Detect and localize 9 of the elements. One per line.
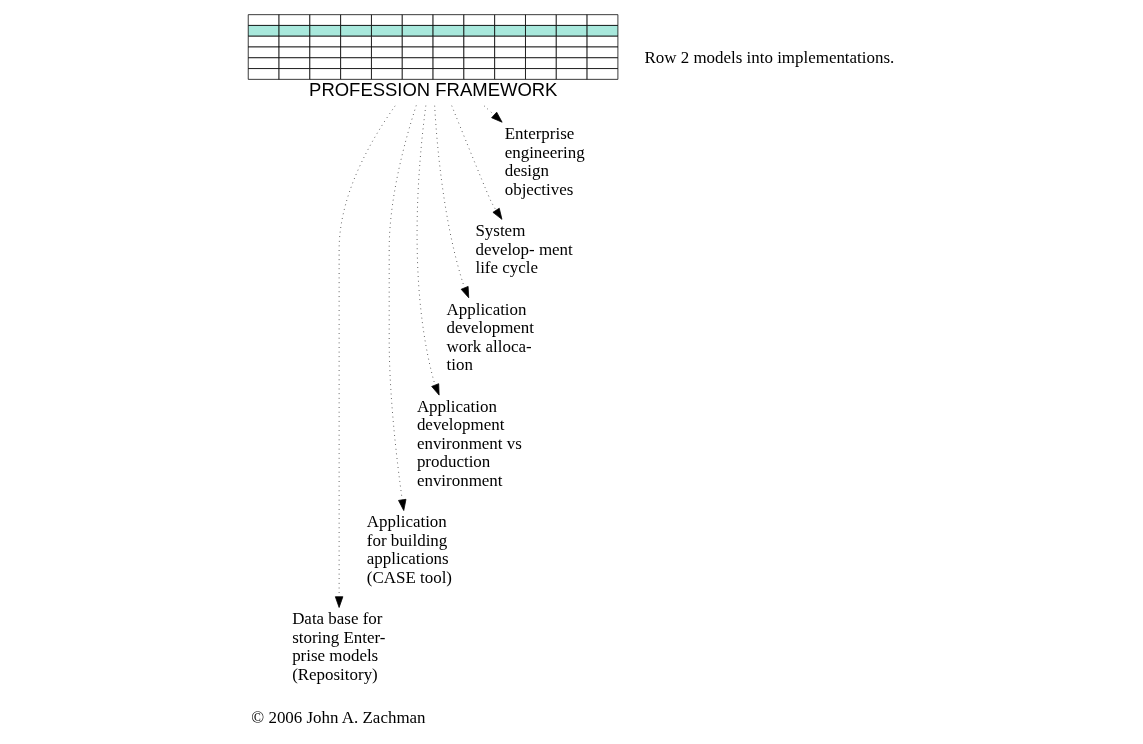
label: Row 2 models into implementations. (644, 47, 895, 67)
node-text: Application for building applications (CASE tool) (366, 512, 453, 587)
node-text: Enterprise engineering design objectives (504, 124, 585, 199)
node-text: System develop- ment life cycle (475, 221, 573, 278)
label: © 2006 John A. Zachman (251, 707, 426, 727)
node-text: Application development work alloca- tion (446, 299, 535, 375)
node-text: Application development environment vs production environment (416, 396, 522, 490)
node-label: PROFESSION FRAMEWORK (309, 78, 558, 100)
node-text: Data base for storing Enter- prise models (Repository) (292, 609, 386, 684)
